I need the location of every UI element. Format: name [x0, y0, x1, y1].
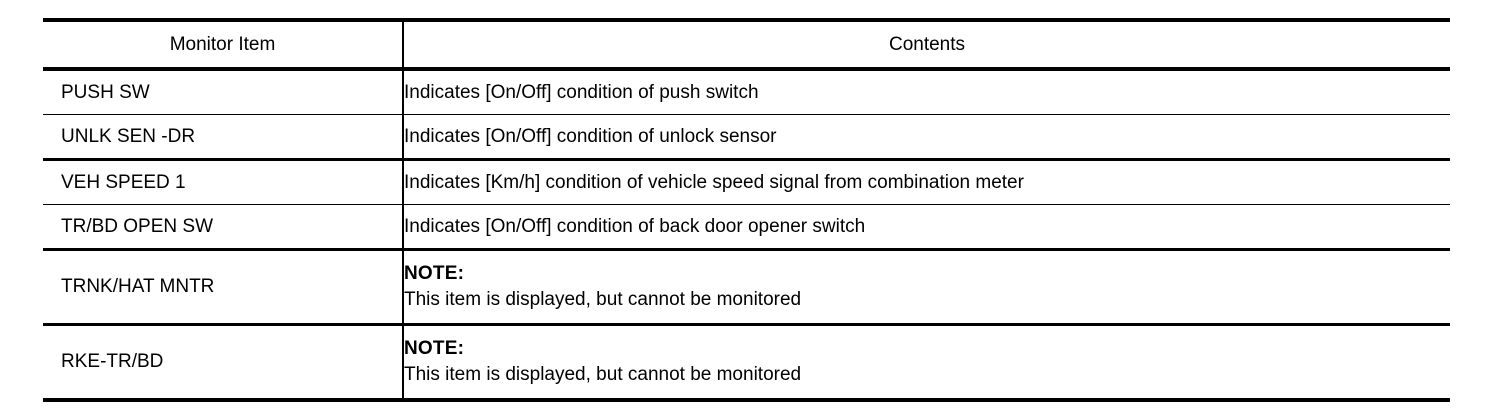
table-row: RKE-TR/BD NOTE: This item is displayed, …	[43, 324, 1450, 401]
contents-cell: NOTE: This item is displayed, but cannot…	[403, 249, 1450, 326]
table-row: PUSH SW Indicates [On/Off] condition of …	[43, 69, 1450, 115]
monitor-item-cell: PUSH SW	[43, 69, 404, 115]
contents-cell: Indicates [Km/h] condition of vehicle sp…	[403, 159, 1450, 205]
monitor-item-label: UNLK SEN -DR	[61, 125, 196, 147]
note-label: NOTE:	[404, 338, 465, 360]
note-body: This item is displayed, but cannot be mo…	[404, 289, 802, 310]
note-block: NOTE: This item is displayed, but cannot…	[404, 337, 1450, 387]
table-row: UNLK SEN -DR Indicates [On/Off] conditio…	[43, 114, 1450, 161]
contents-description: Indicates [On/Off] condition of push swi…	[404, 81, 759, 103]
table-header: Monitor Item Contents	[43, 20, 1450, 71]
table-row: TRNK/HAT MNTR NOTE: This item is display…	[43, 249, 1450, 326]
column-header-contents: Contents	[403, 20, 1450, 71]
monitor-item-label: VEH SPEED 1	[61, 171, 186, 193]
contents-cell: Indicates [On/Off] condition of push swi…	[403, 69, 1450, 115]
monitor-item-cell: VEH SPEED 1	[43, 159, 404, 205]
contents-cell: NOTE: This item is displayed, but cannot…	[403, 325, 1450, 401]
monitor-item-label: TRNK/HAT MNTR	[61, 276, 215, 298]
monitor-item-cell: TRNK/HAT MNTR	[43, 249, 404, 326]
note-label: NOTE:	[404, 263, 465, 285]
contents-description: Indicates [Km/h] condition of vehicle sp…	[404, 171, 1024, 193]
monitor-item-table-container: Monitor Item Contents PUSH SW Indicates …	[43, 18, 1450, 402]
monitor-item-cell: TR/BD OPEN SW	[43, 204, 404, 251]
contents-cell: Indicates [On/Off] condition of back doo…	[403, 204, 1450, 251]
table-row: VEH SPEED 1 Indicates [Km/h] condition o…	[43, 159, 1450, 205]
table-body: PUSH SW Indicates [On/Off] condition of …	[43, 69, 1450, 400]
monitor-item-cell: RKE-TR/BD	[43, 324, 404, 400]
monitor-item-cell: UNLK SEN -DR	[43, 114, 404, 161]
monitor-item-label: PUSH SW	[61, 81, 150, 103]
column-header-monitor-item-label: Monitor Item	[169, 33, 276, 55]
table-row: TR/BD OPEN SW Indicates [On/Off] conditi…	[43, 204, 1450, 251]
contents-cell: Indicates [On/Off] condition of unlock s…	[403, 114, 1450, 161]
note-block: NOTE: This item is displayed, but cannot…	[404, 262, 1450, 312]
contents-description: Indicates [On/Off] condition of unlock s…	[404, 125, 777, 147]
contents-description: Indicates [On/Off] condition of back doo…	[404, 215, 866, 237]
monitor-item-table: Monitor Item Contents PUSH SW Indicates …	[43, 18, 1450, 402]
monitor-item-label: RKE-TR/BD	[61, 351, 164, 373]
monitor-item-label: TR/BD OPEN SW	[61, 215, 214, 237]
table-header-row: Monitor Item Contents	[43, 20, 1450, 71]
note-body: This item is displayed, but cannot be mo…	[404, 364, 802, 385]
column-header-contents-label: Contents	[888, 33, 966, 55]
column-header-monitor-item: Monitor Item	[43, 20, 404, 71]
